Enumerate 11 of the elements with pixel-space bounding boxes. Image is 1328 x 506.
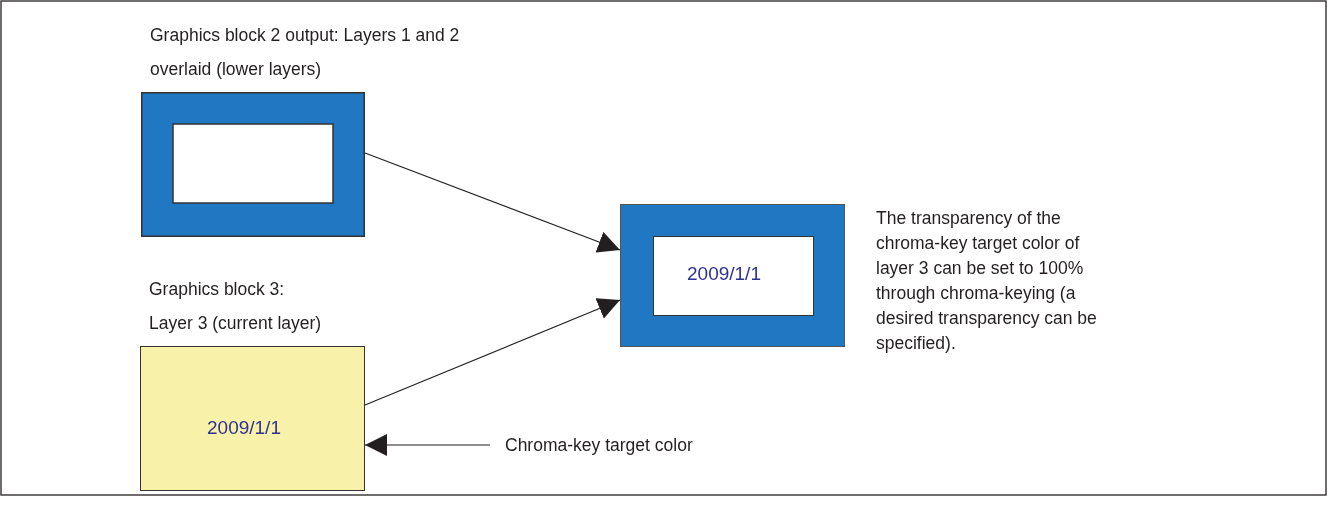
note-text: The transparency of the chroma-key target color of layer 3 can be set to 100% through chroma-keying (a desired transparency can be specified). [876, 207, 1098, 355]
date-text: 2009/1/1 [687, 263, 761, 285]
arrow [364, 298, 621, 406]
inner-window [653, 236, 814, 316]
layer-heading: Graphics block 2 output: Layers 1 and 2 overlaid (lower layers) [150, 24, 461, 81]
arrow [364, 152, 621, 253]
composite-frame [620, 204, 845, 347]
callout-text: Chroma-key target color [505, 434, 694, 457]
layer-heading: Graphics block 3: Layer 3 (current layer) [149, 278, 323, 335]
arrow [364, 434, 491, 456]
date-text: 2009/1/1 [207, 417, 281, 439]
